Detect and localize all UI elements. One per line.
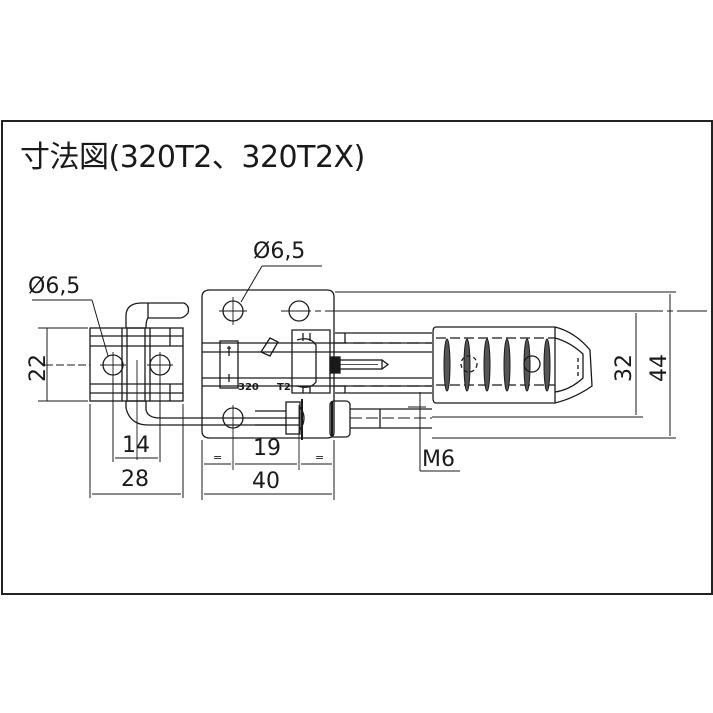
dim-22 — [38, 327, 90, 402]
equal-mark-left: = — [213, 451, 222, 464]
drawing-title: 寸法図(320T2、320T2X) — [20, 140, 365, 175]
dim-28-label: 28 — [121, 467, 149, 492]
part-marking-suffix: T2 — [277, 382, 291, 393]
clamp-arm — [183, 329, 432, 440]
top-hole-leader — [240, 265, 322, 303]
handle-grip — [432, 326, 593, 404]
dim-14-label: 14 — [122, 433, 150, 458]
left-hole-dia-label: Ø6,5 — [28, 274, 80, 299]
dim-40-label: 40 — [252, 469, 280, 494]
thread-label: M6 — [422, 447, 455, 472]
dim-32-label: 32 — [612, 354, 637, 382]
left-hole-leader — [32, 299, 109, 357]
dim-32-44 — [335, 291, 676, 439]
dim-19-40 — [201, 440, 335, 500]
left-end-view — [89, 302, 300, 460]
dim-22-label: 22 — [26, 354, 51, 382]
dim-14-28 — [89, 378, 184, 498]
top-hole-dia-label: Ø6,5 — [253, 239, 305, 264]
m6-leader — [408, 392, 460, 472]
equal-mark-right: = — [315, 451, 324, 464]
part-marking-prefix: 320 — [238, 382, 259, 393]
dim-44-label: 44 — [647, 354, 672, 382]
dim-19-label: 19 — [253, 436, 281, 461]
